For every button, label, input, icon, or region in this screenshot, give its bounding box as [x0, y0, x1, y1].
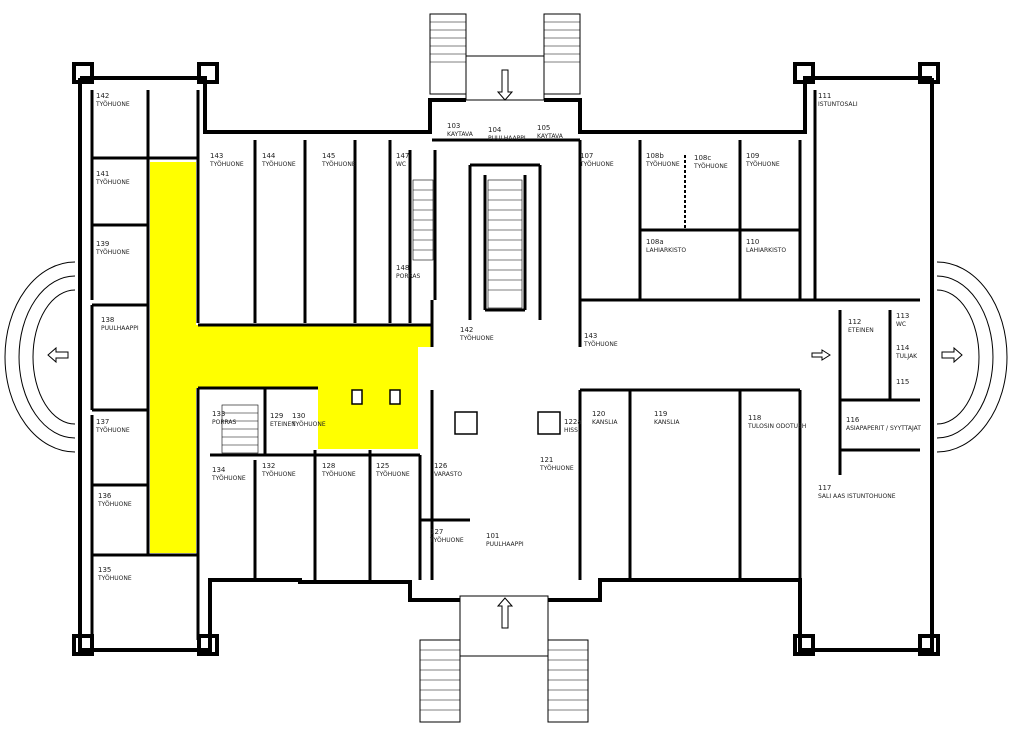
room-labels: 142TYÖHUONE141TYÖHUONE139TYÖHUONE138PUUL… [95, 92, 921, 582]
room-number: 142 [460, 326, 473, 334]
room-name: TYÖHUONE [95, 249, 130, 256]
room-number: 112 [848, 318, 861, 326]
room-name: WC [896, 321, 906, 328]
room-number: 134 [212, 466, 226, 474]
room-name: TYÖHUONE [745, 161, 780, 168]
room-name: KANSLIA [592, 419, 618, 426]
room-number: 142 [96, 92, 109, 100]
pillars [351, 389, 561, 435]
room-number: 127 [430, 528, 443, 536]
room-name: TYÖHUONE [375, 471, 410, 478]
room-number: 117 [818, 484, 831, 492]
room-name: PUULHAAPPI [101, 325, 139, 332]
room-name: TYÖHUONE [97, 501, 132, 508]
room-number: 120 [592, 410, 605, 418]
room-name: ASIAPAPERIT / SYYTTAJAT [846, 425, 921, 432]
room-name: TYÖHUONE [95, 179, 130, 186]
room-number: 148 [396, 264, 409, 272]
room-number: 135 [98, 566, 111, 574]
highlighted-area [150, 162, 432, 553]
room-number: 143 [584, 332, 597, 340]
room-number: 122a [564, 418, 582, 426]
room-number: 139 [96, 240, 109, 248]
room-name: TYÖHUONE [321, 161, 356, 168]
room-number: 141 [96, 170, 109, 178]
entrance-arrows [47, 69, 963, 629]
room-number: 109 [746, 152, 759, 160]
room-name: TYÖHUONE [539, 465, 574, 472]
room-number: 114 [896, 344, 910, 352]
room-name: TYÖHUONE [97, 575, 132, 582]
room-name: TYÖHUONE [693, 163, 728, 170]
room-name: TYÖHUONE [209, 161, 244, 168]
room-number: 104 [488, 126, 502, 134]
room-name: PORRAS [396, 273, 421, 280]
room-number: 125 [376, 462, 389, 470]
room-number: 132 [262, 462, 275, 470]
room-number: 121 [540, 456, 553, 464]
room-name: TYÖHUONE [95, 101, 130, 108]
room-number: 107 [580, 152, 593, 160]
room-number: 108a [646, 238, 664, 246]
room-number: 118 [748, 414, 761, 422]
room-name: TYÖHUONE [321, 471, 356, 478]
room-name: ISTUNTOSALI [818, 101, 858, 108]
room-name: PUULHAAPPI [486, 541, 524, 548]
room-number: 144 [262, 152, 276, 160]
room-name: PUULHAAPPI [488, 135, 526, 142]
room-name: ETEINEN [270, 421, 296, 428]
room-number: 110 [746, 238, 759, 246]
room-name: LAHIARKISTO [646, 247, 686, 254]
room-number: 108b [646, 152, 664, 160]
room-name: TYÖHUONE [579, 161, 614, 168]
room-number: 116 [846, 416, 860, 424]
room-number: 115 [896, 378, 909, 386]
room-name: TYÖHUONE [95, 427, 130, 434]
room-name: TYÖHUONE [291, 421, 326, 428]
interior-stairs [221, 179, 523, 454]
outer-stairs [4, 13, 1008, 723]
room-number: 111 [818, 92, 831, 100]
room-number: 101 [486, 532, 499, 540]
room-name: TYÖHUONE [583, 341, 618, 348]
room-number: 143 [210, 152, 223, 160]
room-number: 129 [270, 412, 283, 420]
room-name: TYÖHUONE [645, 161, 680, 168]
room-number: 145 [322, 152, 335, 160]
room-name: TYÖHUONE [261, 161, 296, 168]
room-number: 128 [322, 462, 335, 470]
dashed-partitions [92, 155, 686, 230]
room-number: 130 [292, 412, 305, 420]
room-number: 119 [654, 410, 667, 418]
room-name: SALI AAS ISTUNTOHUONE [818, 493, 896, 500]
room-name: KANSLIA [654, 419, 680, 426]
room-number: 126 [434, 462, 448, 470]
room-name: PORRAS [212, 419, 237, 426]
room-number: 137 [96, 418, 109, 426]
room-name: TULOSIN ODOTUSH [747, 423, 806, 430]
room-name: TULJAK [895, 353, 918, 360]
room-name: TYÖHUONE [459, 335, 494, 342]
room-number: 105 [537, 124, 550, 132]
room-number: 147 [396, 152, 409, 160]
room-name: HISSI [564, 427, 580, 434]
room-name: WC [396, 161, 406, 168]
room-name: KAYTAVA [537, 133, 564, 140]
room-number: 108c [694, 154, 711, 162]
room-number: 138 [101, 316, 114, 324]
room-name: KAYTAVA [447, 131, 474, 138]
room-number: 103 [447, 122, 460, 130]
room-name: TYÖHUONE [429, 537, 464, 544]
room-name: TYÖHUONE [211, 475, 246, 482]
room-number: 136 [98, 492, 112, 500]
room-name: VARASTO [434, 471, 462, 478]
room-name: TYÖHUONE [261, 471, 296, 478]
room-number: 133 [212, 410, 225, 418]
room-name: LAHIARKISTO [746, 247, 786, 254]
room-number: 113 [896, 312, 909, 320]
room-name: ETEINEN [848, 327, 874, 334]
